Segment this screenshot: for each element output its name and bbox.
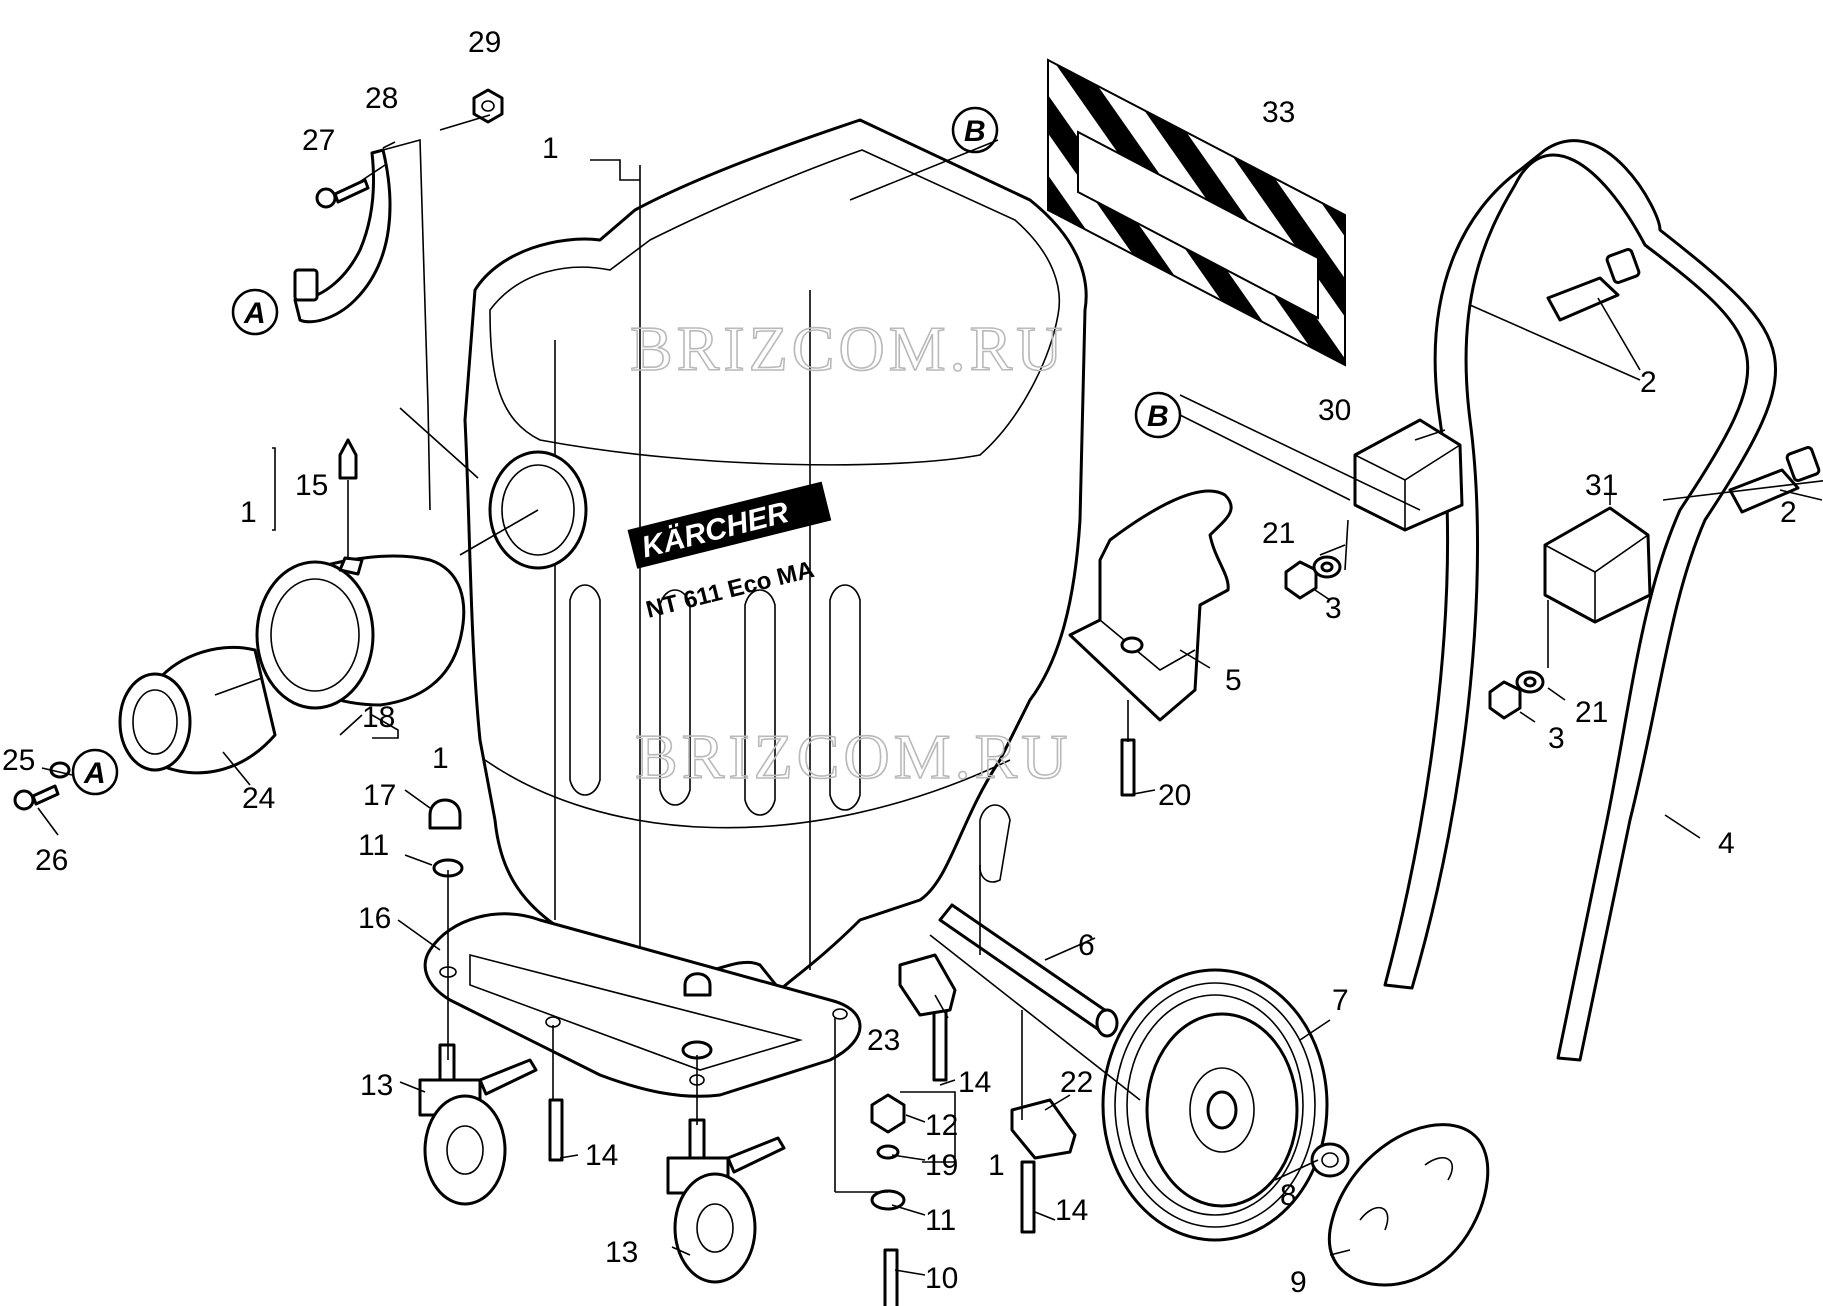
caster-left-part bbox=[418, 1043, 538, 1206]
intake-nut-part bbox=[118, 645, 277, 775]
label-6: 6 bbox=[1078, 929, 1095, 962]
label-4: 4 bbox=[1718, 827, 1735, 860]
caster-right-part bbox=[666, 1118, 786, 1284]
ref-circle-a-lower: A bbox=[71, 748, 119, 796]
bolt-axle-part bbox=[883, 1248, 899, 1306]
label-33: 33 bbox=[1262, 96, 1295, 129]
label-17: 17 bbox=[363, 779, 396, 812]
label-1-fasteners: 1 bbox=[988, 1149, 1005, 1182]
label-5: 5 bbox=[1225, 664, 1242, 697]
ref-circle-a-upper: A bbox=[231, 288, 279, 336]
label-13-right: 13 bbox=[605, 1236, 638, 1269]
bolt-bracket-part bbox=[1120, 738, 1136, 797]
label-2-lower: 2 bbox=[1780, 496, 1797, 529]
label-14-mid: 14 bbox=[958, 1066, 991, 1099]
bolt-mid-part bbox=[932, 1008, 948, 1082]
axle-clip-right-part bbox=[1010, 1098, 1077, 1160]
svg-text:A: A bbox=[243, 297, 266, 330]
label-8: 8 bbox=[1280, 1179, 1297, 1212]
washer-part bbox=[870, 1189, 906, 1211]
label-12: 12 bbox=[925, 1109, 958, 1142]
watermark-top: BRIZCOM.RU bbox=[630, 313, 1067, 384]
hex-nut-part bbox=[870, 1093, 906, 1134]
label-11-lower: 11 bbox=[925, 1204, 956, 1237]
svg-text:A: A bbox=[83, 757, 106, 790]
clamp-screw-part bbox=[315, 178, 370, 209]
handle-bracket-upper bbox=[1353, 418, 1464, 532]
label-21-lower: 21 bbox=[1575, 696, 1608, 729]
label-11-upper: 11 bbox=[358, 829, 389, 862]
label-26: 26 bbox=[35, 844, 68, 877]
ref-circle-b-lower: B bbox=[1134, 391, 1182, 439]
label-31: 31 bbox=[1585, 469, 1618, 502]
label-1-lower: 1 bbox=[432, 742, 449, 775]
label-21-upper: 21 bbox=[1262, 517, 1295, 550]
cap-nut-part bbox=[428, 798, 464, 878]
label-3-lower: 3 bbox=[1548, 722, 1565, 755]
label-1-intake: 1 bbox=[240, 496, 257, 529]
label-16: 16 bbox=[358, 902, 391, 935]
container-tank-part bbox=[463, 118, 1088, 992]
label-1-tank: 1 bbox=[542, 132, 559, 165]
mount-bracket-part bbox=[1068, 489, 1233, 722]
push-handle-part bbox=[1383, 139, 1778, 1062]
part-number-labels: 29 28 27 1 33 2 30 31 2 21 3 21 3 4 5 20… bbox=[2, 26, 1797, 1299]
label-28: 28 bbox=[365, 82, 398, 115]
handle-bolt-upper bbox=[1546, 248, 1641, 322]
svg-text:B: B bbox=[964, 115, 986, 148]
label-30: 30 bbox=[1318, 394, 1351, 427]
label-14-right: 14 bbox=[1055, 1194, 1088, 1227]
top-nut-part bbox=[472, 88, 504, 124]
intake-elbow-part bbox=[255, 554, 466, 710]
hose-clamp-part bbox=[293, 148, 392, 324]
handle-bolt-lower bbox=[1728, 446, 1821, 514]
handle-bracket-lower bbox=[1543, 506, 1652, 624]
label-19: 19 bbox=[925, 1149, 958, 1182]
label-23: 23 bbox=[867, 1024, 900, 1057]
nut-washer-upper bbox=[1284, 555, 1342, 600]
label-27: 27 bbox=[302, 124, 335, 157]
hubcap-part bbox=[1327, 1123, 1490, 1287]
label-22: 22 bbox=[1060, 1066, 1093, 1099]
axle-clip-left-part bbox=[898, 953, 957, 1017]
label-14-left: 14 bbox=[585, 1139, 618, 1172]
plug-part bbox=[338, 438, 358, 560]
leader-lines bbox=[37, 114, 1823, 1276]
label-7: 7 bbox=[1332, 984, 1349, 1017]
label-25: 25 bbox=[2, 744, 35, 777]
label-13-left: 13 bbox=[360, 1069, 393, 1102]
svg-text:B: B bbox=[1147, 400, 1169, 433]
label-2-upper: 2 bbox=[1640, 366, 1657, 399]
bolt-left-part bbox=[548, 1098, 564, 1162]
label-29: 29 bbox=[468, 26, 501, 59]
wheel-part bbox=[1101, 968, 1329, 1242]
hazard-label-part bbox=[1047, 58, 1346, 367]
label-15: 15 bbox=[295, 469, 328, 502]
bolt-right-part bbox=[1020, 1160, 1036, 1234]
label-18: 18 bbox=[362, 701, 395, 734]
nut-washer-lower bbox=[1488, 670, 1545, 720]
label-24: 24 bbox=[242, 782, 275, 815]
label-9: 9 bbox=[1290, 1266, 1307, 1299]
chassis-base-part bbox=[423, 912, 862, 1098]
watermark-bottom: BRIZCOM.RU bbox=[635, 721, 1072, 792]
label-3-upper: 3 bbox=[1325, 592, 1342, 625]
ref-circle-b-upper: B bbox=[951, 106, 999, 154]
label-10: 10 bbox=[925, 1262, 958, 1295]
label-20: 20 bbox=[1158, 779, 1191, 812]
wheel-washer-part bbox=[1310, 1142, 1350, 1178]
axle-part bbox=[938, 903, 1119, 1038]
